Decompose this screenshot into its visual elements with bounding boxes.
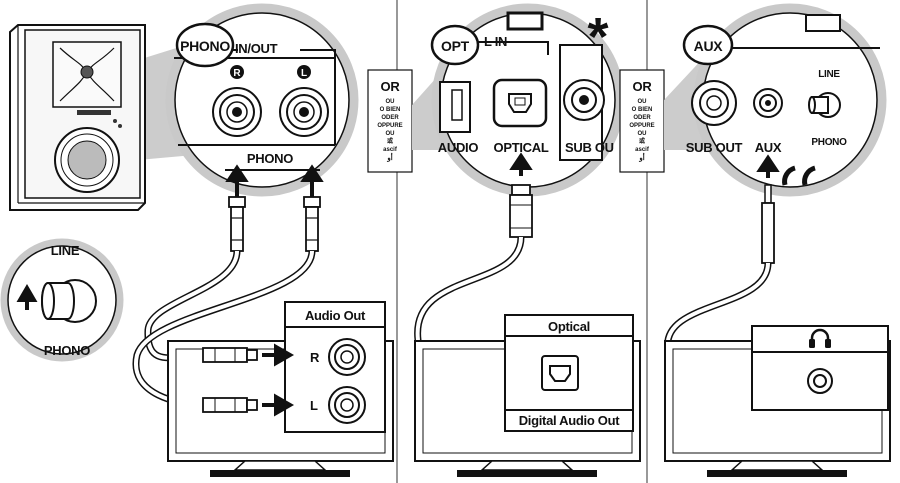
svg-text:أو: أو bbox=[386, 152, 392, 162]
sub-out-label: SUB OUT bbox=[686, 140, 743, 155]
svg-text:OPT: OPT bbox=[441, 38, 470, 54]
aux-badge: AUX bbox=[682, 24, 734, 66]
arrow-icon bbox=[16, 284, 38, 310]
speaker bbox=[9, 24, 146, 211]
arrow-icon bbox=[509, 152, 533, 176]
svg-text:ascif: ascif bbox=[383, 147, 398, 153]
optical-port-icon bbox=[492, 78, 548, 128]
or-card: OR OU O BIEN ODER OPPURE OU 或 ascif أو bbox=[619, 69, 665, 173]
aux-zoom: SUB OUT AUX LINE PHONO bbox=[686, 3, 887, 197]
optical-box: Optical Digital Audio Out bbox=[504, 314, 634, 432]
jack-l-mark: L bbox=[301, 68, 307, 79]
digital-audio-out-label: Digital Audio Out bbox=[519, 413, 621, 428]
svg-text:OR: OR bbox=[381, 79, 401, 94]
in-out-label: IN/OUT bbox=[235, 41, 278, 56]
svg-text:أو: أو bbox=[638, 152, 644, 162]
svg-text:OU: OU bbox=[386, 99, 395, 105]
optical-zoom: L IN AUDIO OPTICAL SUB OU bbox=[431, 3, 625, 197]
digital-in-label: L IN bbox=[484, 34, 507, 49]
asterisk-mark: * bbox=[587, 7, 608, 67]
svg-text:或: 或 bbox=[639, 137, 645, 145]
phono-badge: PHONO bbox=[175, 22, 235, 68]
svg-text:或: 或 bbox=[387, 137, 393, 145]
line-phono-switch bbox=[808, 92, 841, 118]
opt-badge: OPT bbox=[430, 24, 480, 66]
svg-text:ODER: ODER bbox=[381, 115, 399, 121]
sub-out-jack bbox=[691, 80, 737, 126]
audio-out-box: Audio Out R L bbox=[284, 301, 386, 433]
audio-out-title: Audio Out bbox=[305, 308, 366, 323]
rca-plugs-tv bbox=[202, 343, 295, 417]
arrow-icon bbox=[225, 164, 249, 198]
arrow-icon bbox=[262, 393, 295, 417]
optical-label: OPTICAL bbox=[494, 140, 549, 155]
phono-jack-l bbox=[279, 87, 329, 137]
svg-text:OU: OU bbox=[638, 99, 647, 105]
line-label: LINE bbox=[818, 69, 840, 80]
phono-label: PHONO bbox=[811, 137, 847, 148]
sub-out-label: SUB OU bbox=[565, 140, 614, 155]
svg-text:O BIEN: O BIEN bbox=[380, 107, 401, 113]
switch-line-label: LINE bbox=[51, 243, 80, 258]
arrow-icon bbox=[300, 164, 324, 198]
svg-text:OU: OU bbox=[386, 131, 395, 137]
or-card: OR OU O BIEN ODER OPPURE OU 或 ascif أو bbox=[367, 69, 413, 173]
svg-text:OU: OU bbox=[638, 131, 647, 137]
arrow-icon bbox=[756, 154, 780, 178]
phono-jack-r bbox=[212, 87, 262, 137]
svg-text:AUX: AUX bbox=[694, 38, 724, 54]
svg-text:PHONO: PHONO bbox=[180, 38, 230, 54]
svg-text:OPPURE: OPPURE bbox=[377, 123, 402, 129]
optical-box-title: Optical bbox=[548, 319, 590, 334]
audio-out-l-label: L bbox=[310, 398, 318, 413]
line-phono-switch-zoom: LINE PHONO bbox=[0, 238, 124, 362]
audio-label: AUDIO bbox=[438, 140, 479, 155]
audio-out-jack-r bbox=[328, 338, 366, 376]
jack-r-mark: R bbox=[233, 68, 241, 79]
svg-text:OPPURE: OPPURE bbox=[629, 123, 654, 129]
svg-text:OR: OR bbox=[633, 79, 653, 94]
aux-port-icon bbox=[753, 88, 783, 118]
headphones-icon bbox=[809, 328, 831, 348]
aux-port-icon bbox=[807, 368, 833, 394]
optical-port-icon bbox=[541, 355, 579, 391]
arrow-icon bbox=[262, 343, 295, 367]
svg-text:ascif: ascif bbox=[635, 147, 650, 153]
phono-jacks-label: PHONO bbox=[247, 151, 293, 166]
aux-label: AUX bbox=[755, 140, 782, 155]
svg-text:ODER: ODER bbox=[633, 115, 651, 121]
headphone-box bbox=[751, 325, 889, 411]
audio-out-r-label: R bbox=[310, 350, 320, 365]
audio-out-jack-l bbox=[328, 386, 366, 424]
switch-phono-label: PHONO bbox=[44, 343, 90, 358]
svg-text:O BIEN: O BIEN bbox=[632, 107, 653, 113]
